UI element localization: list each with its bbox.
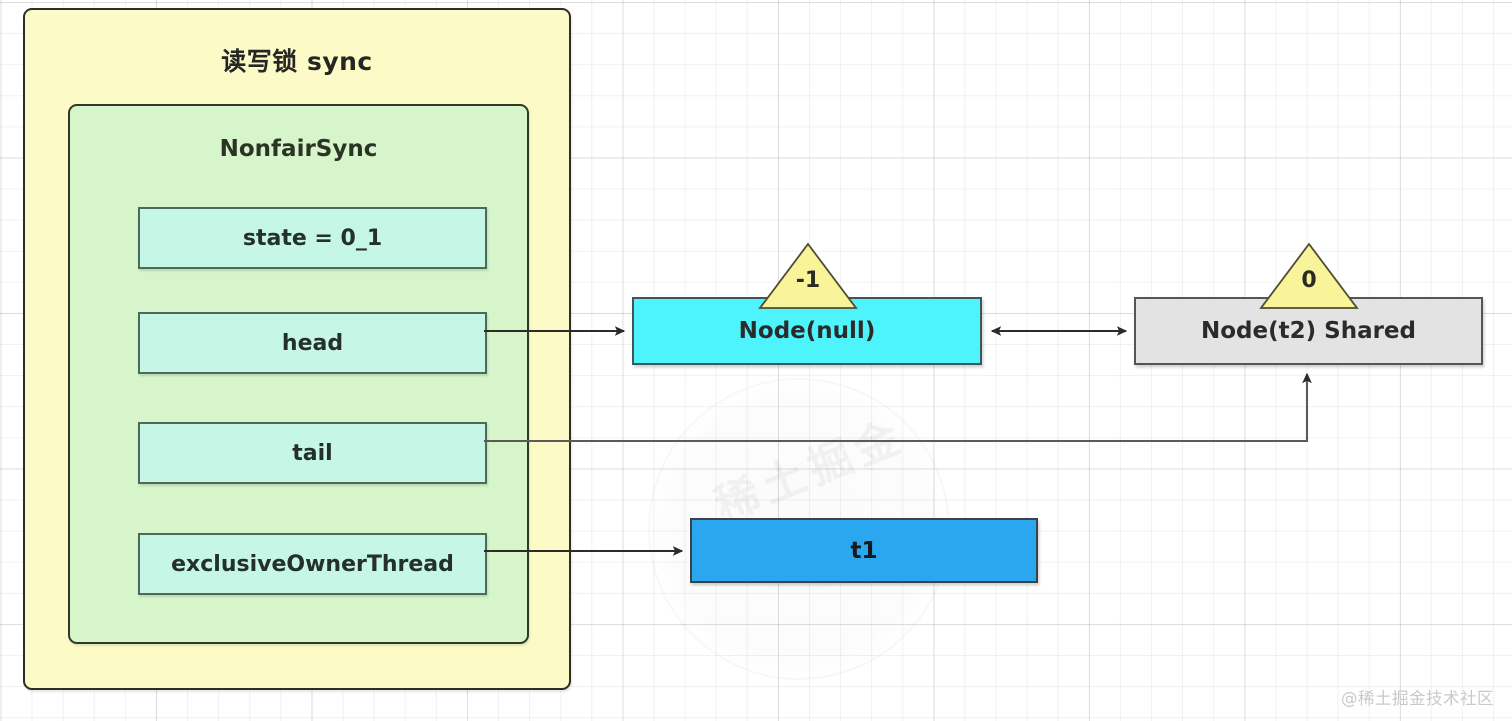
edge-tail-to-node-t2 [484,372,1312,443]
waitstatus-flag-node-t2-label: 0 [1301,268,1317,293]
field-state: state = 0_1 [138,207,487,269]
field-exclusive-owner-thread: exclusiveOwnerThread [138,533,487,595]
waitstatus-flag-node-null-label: -1 [795,268,821,293]
sync-outer-container: 读写锁 sync NonfairSync state = 0_1 head ta… [23,8,571,690]
waitstatus-flag-node-t2: 0 [1259,242,1359,310]
waitstatus-flag-node-null: -1 [758,242,858,310]
outer-container-title: 读写锁 sync [221,47,373,76]
corner-watermark: @稀土掘金技术社区 [1341,689,1494,708]
field-tail: tail [138,422,487,484]
nonfairsync-container: NonfairSync state = 0_1 head tail exclus… [68,104,529,644]
node-t1-box: t1 [690,518,1038,583]
inner-container-title: NonfairSync [219,136,378,162]
field-head: head [138,312,487,374]
